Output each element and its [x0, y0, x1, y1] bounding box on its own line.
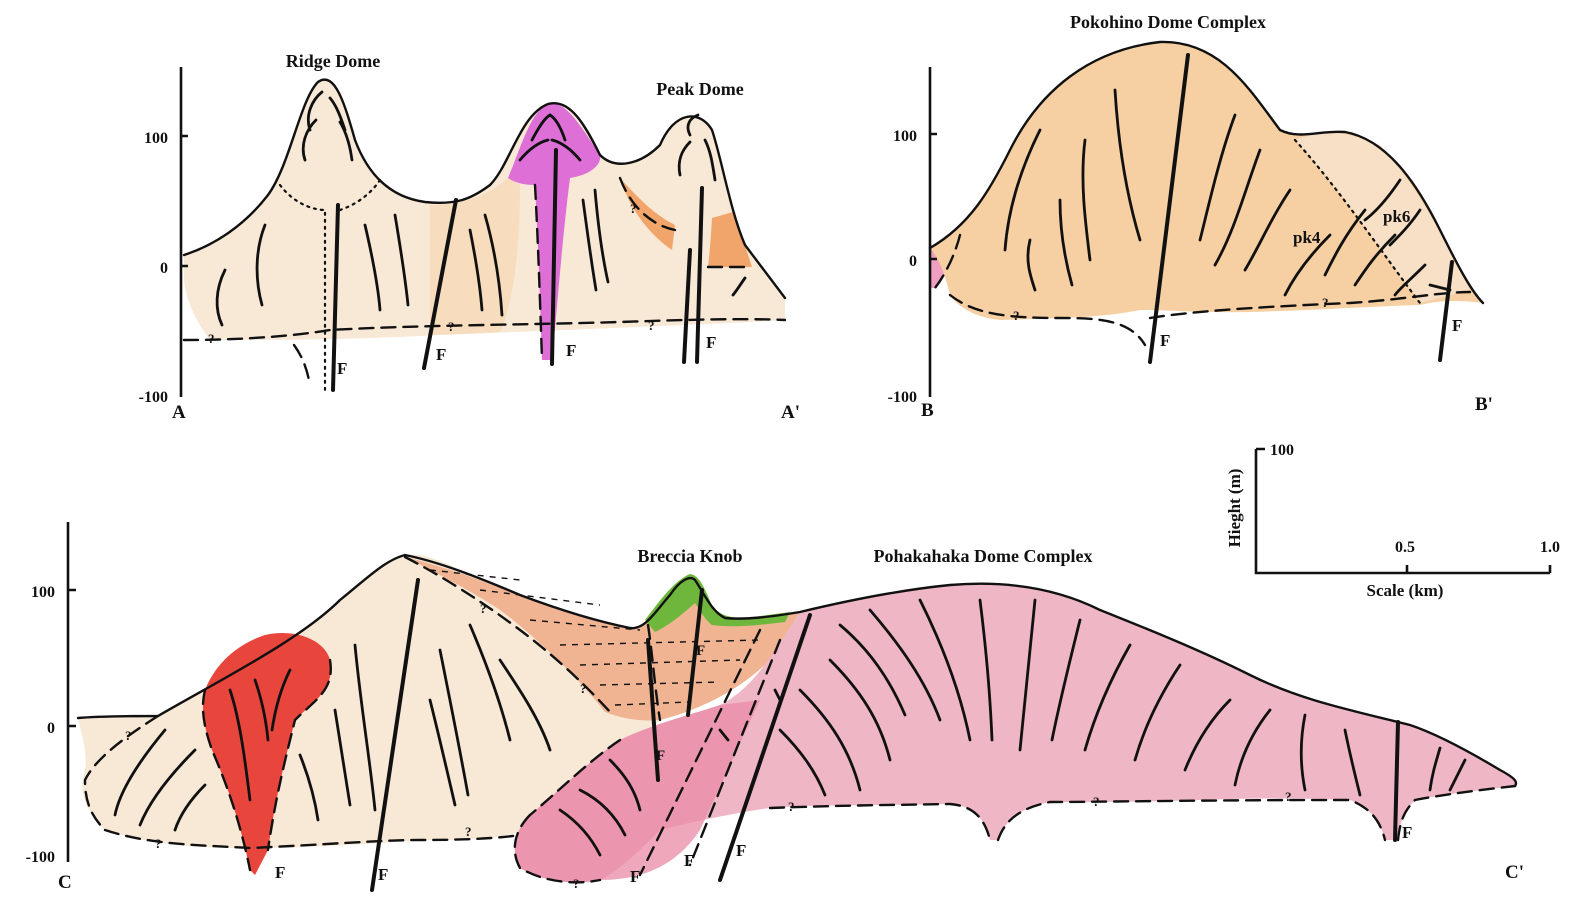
uncertain-contact-mark: ? [448, 319, 455, 334]
section-aa-start-label: A [172, 402, 186, 423]
breccia-knob-green-cap [645, 574, 790, 632]
uncertain-contact-mark: ? [573, 876, 580, 891]
section-bb-start-label: B [921, 400, 934, 421]
peak-dome-orange-lobe-right [708, 212, 752, 267]
section-bb-tick-100: 100 [893, 128, 917, 145]
scale-tick-one: 1.0 [1540, 539, 1560, 556]
fault-label: F [696, 643, 705, 659]
fault-label: F [1160, 331, 1170, 350]
fault-label: F [706, 333, 716, 352]
uncertain-contact-mark: ? [630, 201, 637, 216]
section-cc-start-label: C [58, 872, 72, 893]
uncertain-contact-mark: ? [648, 318, 655, 333]
section-cc-tick-100: 100 [31, 584, 55, 601]
section-cc-axis [68, 522, 76, 862]
scale-vertical-label: Hieght (m) [1225, 469, 1244, 548]
section-cc-end-label: C' [1505, 862, 1524, 883]
section-aa-axis [181, 67, 188, 397]
fault-label: F [1402, 823, 1412, 842]
uncertain-contact-mark: ? [480, 601, 487, 616]
unit-pk6-label: pk6 [1383, 207, 1410, 226]
fault-label: F [736, 841, 746, 860]
pokohino-dome-complex-label: Pokohino Dome Complex [1070, 12, 1266, 32]
section-bb-tick-neg100: -100 [888, 389, 917, 406]
section-cc-tick-neg100: -100 [26, 849, 55, 866]
section-bb: 100 0 -100 B B' Pokohino Dome Complex pk… [888, 12, 1493, 421]
uncertain-contact-mark: ? [125, 728, 132, 743]
section-aa-tick-neg100: -100 [139, 389, 168, 406]
peak-dome-label: Peak Dome [656, 79, 743, 99]
fault-label: F [1452, 316, 1462, 335]
breccia-knob-label: Breccia Knob [637, 546, 742, 566]
fault-label: F [378, 865, 388, 884]
uncertain-contact-mark: ? [155, 836, 162, 851]
fault-label: F [436, 345, 446, 364]
scale-bar: 100 Hieght (m) 0.5 1.0 Scale (km) [1225, 442, 1560, 600]
uncertain-contact-mark: ? [580, 681, 587, 696]
uncertain-contact-mark: ? [1093, 794, 1100, 809]
fault-label: F [684, 851, 694, 870]
uncertain-contact-mark: ? [1013, 308, 1020, 323]
section-aa-tick-0: 0 [160, 260, 168, 277]
fault-label: F [630, 867, 640, 886]
uncertain-contact-mark: ? [208, 331, 215, 346]
section-cc: 100 0 -100 C C' Breccia Knob Pohakahaka … [26, 522, 1524, 893]
section-bb-axis [930, 67, 937, 397]
section-aa-end-label: A' [781, 402, 800, 423]
unit-pk4-label: pk4 [1293, 228, 1321, 247]
pohakahaka-dome-complex-label: Pohakahaka Dome Complex [873, 546, 1092, 566]
section-bb-end-label: B' [1475, 394, 1493, 415]
uncertain-contact-mark: ? [788, 799, 795, 814]
scale-vertical-value: 100 [1270, 442, 1294, 459]
uncertain-contact-mark: ? [1322, 295, 1329, 310]
scale-tick-half: 0.5 [1395, 539, 1415, 556]
fault-label: F [656, 748, 665, 764]
ridge-dome-label: Ridge Dome [286, 51, 380, 71]
fault-label: F [566, 341, 576, 360]
fault-label: F [275, 863, 285, 882]
section-aa-tick-100: 100 [144, 130, 168, 147]
uncertain-contact-mark: ? [465, 824, 472, 839]
section-bb-tick-0: 0 [909, 253, 917, 270]
section-aa-dashed-contact [294, 345, 310, 385]
fault-label: F [337, 359, 347, 378]
section-cc-tick-0: 0 [47, 720, 55, 737]
uncertain-contact-mark: ? [1285, 789, 1292, 804]
scale-horizontal-label: Scale (km) [1367, 581, 1444, 600]
section-aa: 100 0 -100 A A' Ridge Dome Peak Dome F F… [139, 51, 800, 423]
